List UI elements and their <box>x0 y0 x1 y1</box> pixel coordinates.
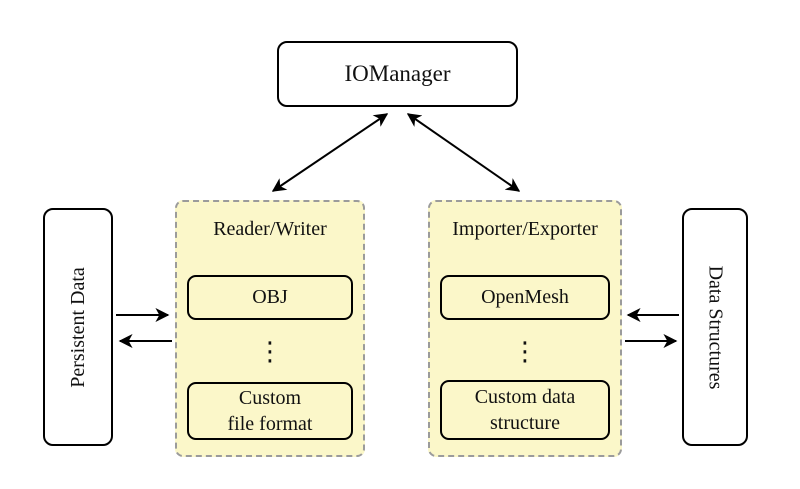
node-openmesh: OpenMesh <box>440 275 610 320</box>
ellipsis-importer-exporter: ⋮ <box>512 337 538 367</box>
edge-iomanager-importerexporter <box>406 113 521 192</box>
node-persistent-data-label: Persistent Data <box>66 266 89 388</box>
node-persistent-data: Persistent Data <box>43 208 113 446</box>
group-reader-writer: Reader/Writer OBJ ⋮ Custom file format <box>175 200 365 457</box>
ellipsis-reader-writer: ⋮ <box>257 337 283 367</box>
node-custom-data-structure: Custom data structure <box>440 380 610 440</box>
node-obj: OBJ <box>187 275 353 320</box>
edge-iomanager-readerwriter <box>271 113 389 192</box>
node-data-structures-label: Data Structures <box>704 265 727 389</box>
node-iomanager-label: IOManager <box>344 61 451 86</box>
node-data-structures: Data Structures <box>682 208 748 446</box>
node-iomanager: IOManager <box>277 41 518 107</box>
node-custom-file-format: Custom file format <box>187 382 353 440</box>
group-importer-exporter-title: Importer/Exporter <box>452 218 598 240</box>
group-importer-exporter: Importer/Exporter OpenMesh ⋮ Custom data… <box>428 200 622 457</box>
group-reader-writer-title: Reader/Writer <box>213 218 327 240</box>
